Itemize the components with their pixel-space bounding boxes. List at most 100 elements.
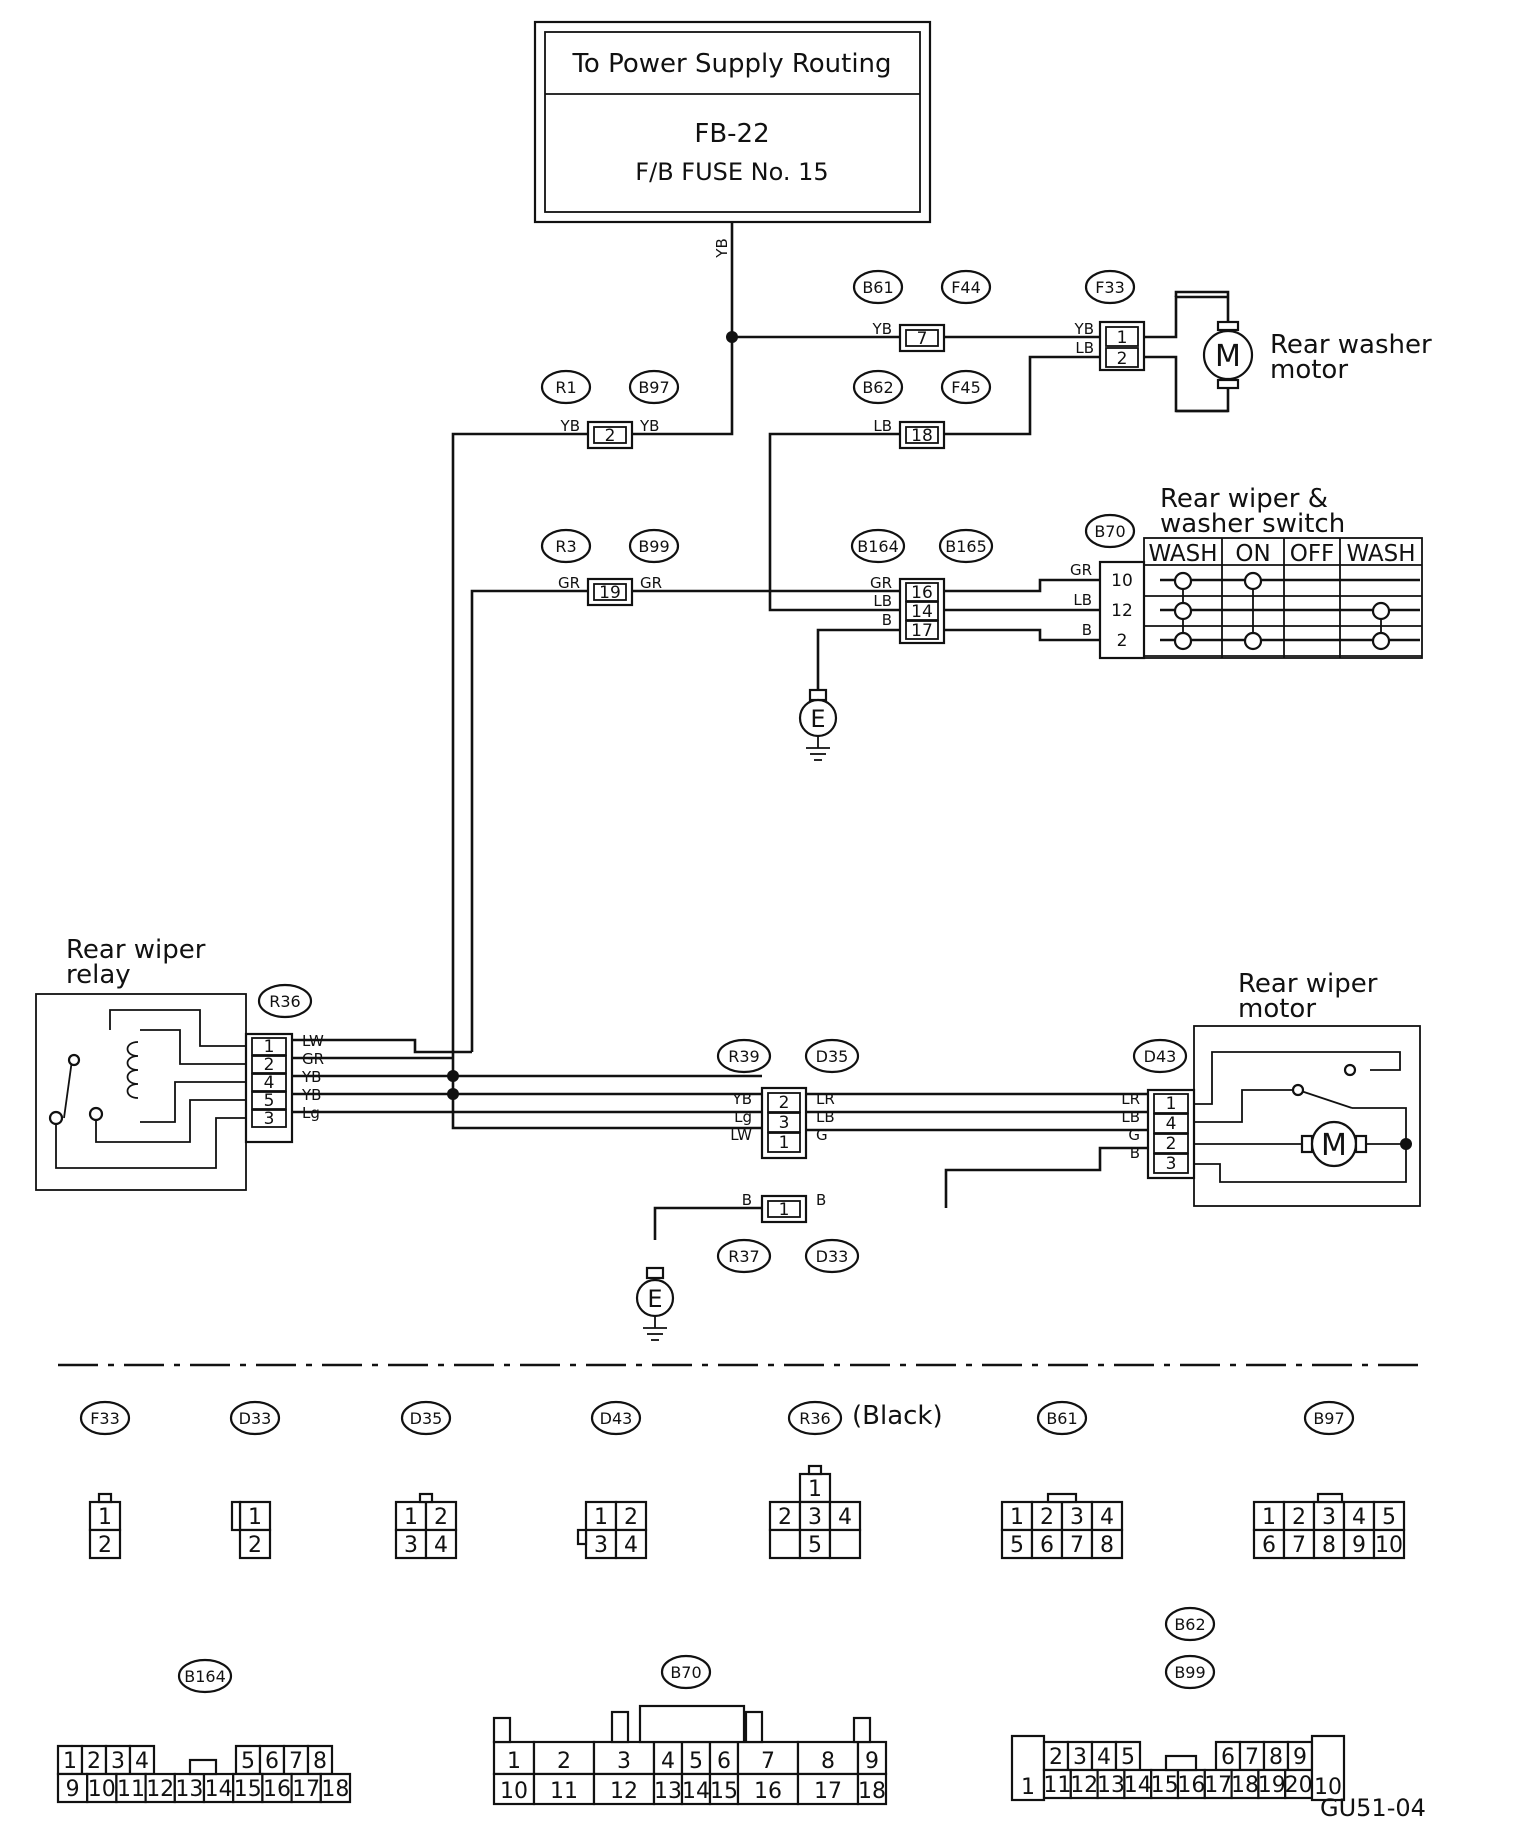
- connector-id-bubbles: B61 F44 F33 R1 B97 B62 F45 R3 B99 B164 B…: [257, 269, 1188, 1274]
- ground-lower-label: E: [647, 1285, 662, 1313]
- face-pin: 1: [594, 1505, 608, 1530]
- d43-pin-3: 3: [1166, 1154, 1177, 1174]
- face-pin: 20: [1285, 1773, 1313, 1798]
- r39-pin-2: 2: [779, 1093, 790, 1113]
- f33-wire-2: LB: [1075, 339, 1094, 357]
- ground-lower: E: [635, 1266, 675, 1341]
- rear-wiper-washer-switch: Rear wiper & washer switch WASH ON OFF W…: [1070, 484, 1423, 660]
- svg-text:F45: F45: [951, 378, 981, 397]
- d43-wire-b: B: [1130, 1144, 1140, 1162]
- figure-code: GU51-04: [1320, 1794, 1426, 1822]
- face-pin: 13: [654, 1779, 682, 1804]
- face-pin: 3: [1073, 1745, 1087, 1770]
- trunk-wire-color: YB: [713, 238, 731, 258]
- r39-wire-yb: YB: [732, 1090, 752, 1108]
- lower-wires: [292, 1038, 1148, 1240]
- bubble-b164: B164: [850, 528, 906, 564]
- connector-r37: 1 B B: [742, 1191, 826, 1224]
- svg-text:R1: R1: [555, 378, 576, 397]
- ground-upper: E: [798, 688, 838, 761]
- r36-wire-gr: GR: [302, 1050, 324, 1068]
- face-pin: 12: [1070, 1773, 1098, 1798]
- ground-upper-label: E: [810, 705, 825, 733]
- r37-pin: 1: [779, 1200, 790, 1220]
- connector-b62: 18 LB: [873, 417, 946, 450]
- face-pin: 4: [838, 1505, 852, 1530]
- face-pin: 13: [175, 1777, 203, 1802]
- face-pin: 1: [248, 1505, 262, 1530]
- face-pin: 4: [1100, 1505, 1114, 1530]
- face-pin: 8: [1269, 1745, 1283, 1770]
- face-pin: 1: [404, 1505, 418, 1530]
- face-pin: 1: [63, 1749, 77, 1774]
- face-pin: 4: [1352, 1505, 1366, 1530]
- face-pin: 12: [146, 1777, 174, 1802]
- face-pin: 7: [1292, 1533, 1306, 1558]
- b61-pin: 7: [917, 329, 928, 349]
- face-pin: 10: [1314, 1775, 1342, 1800]
- face-id-label: B61: [1046, 1409, 1077, 1428]
- face-id-label: D35: [410, 1409, 443, 1428]
- bubble-d43: D43: [1132, 1038, 1188, 1074]
- b164-pin-14: 14: [911, 602, 933, 622]
- b62-pin: 18: [911, 426, 933, 446]
- face-pin: 3: [594, 1533, 608, 1558]
- svg-text:B165: B165: [945, 537, 987, 556]
- rear-wiper-motor: Rear wiper motor 1 4 2 3 LR LB G B M: [1121, 969, 1421, 1207]
- switch-wire-b: B: [1082, 621, 1092, 639]
- b164-pin-16: 16: [911, 583, 933, 603]
- face-pin: 18: [858, 1779, 886, 1804]
- svg-text:R39: R39: [728, 1047, 759, 1066]
- f33-pin-1: 1: [1117, 328, 1128, 348]
- bubble-b165: B165: [938, 528, 994, 564]
- face-pin: 1: [98, 1505, 112, 1530]
- face-pin: 7: [1070, 1533, 1084, 1558]
- face-id-label: B62: [1174, 1615, 1205, 1634]
- r39-pin-3: 3: [779, 1113, 790, 1133]
- power-supply-title: To Power Supply Routing: [571, 49, 891, 79]
- rear-washer-motor: M Rear washer motor: [1174, 290, 1432, 413]
- r1-wire-right: YB: [639, 417, 659, 435]
- splice-relay-yb2: [447, 1088, 459, 1100]
- r1-pin: 2: [605, 426, 616, 446]
- face-pin: 2: [624, 1505, 638, 1530]
- face-pin: 5: [241, 1749, 255, 1774]
- switch-terminal-12: 12: [1111, 601, 1133, 621]
- d35-wire-lb: LB: [816, 1108, 835, 1126]
- power-supply-box: To Power Supply Routing FB-22 F/B FUSE N…: [533, 20, 932, 224]
- d43-wire-lr: LR: [1121, 1090, 1140, 1108]
- face-pin: 2: [434, 1505, 448, 1530]
- switch-title-line1: Rear wiper &: [1160, 484, 1328, 514]
- bubble-r3: R3: [540, 528, 592, 564]
- face-id-label: D33: [239, 1409, 272, 1428]
- svg-text:D35: D35: [816, 1047, 849, 1066]
- face-pin: 6: [717, 1749, 731, 1774]
- d43-pin-2: 2: [1166, 1134, 1177, 1154]
- face-pin: 3: [1322, 1505, 1336, 1530]
- face-pin: 7: [761, 1749, 775, 1774]
- r36-pin-3: 3: [264, 1109, 275, 1129]
- bubble-b97: B97: [628, 369, 680, 405]
- r36-color-note: (Black): [852, 1401, 943, 1431]
- face-pin: 5: [1382, 1505, 1396, 1530]
- face-pin: 9: [865, 1749, 879, 1774]
- face-pin: 10: [1375, 1533, 1403, 1558]
- svg-text:B164: B164: [857, 537, 899, 556]
- r1-wire-left: YB: [560, 417, 580, 435]
- b164-wire-b: B: [882, 611, 892, 629]
- bubble-b99: B99: [628, 528, 680, 564]
- r36-pin-2: 2: [264, 1055, 275, 1075]
- face-id-label: R36: [799, 1409, 830, 1428]
- face-pin: 3: [1070, 1505, 1084, 1530]
- bubble-r37: R37: [716, 1238, 772, 1274]
- d43-pin-1: 1: [1166, 1094, 1177, 1114]
- face-pin: 12: [610, 1779, 638, 1804]
- svg-text:R36: R36: [269, 992, 300, 1011]
- r36-pin-5: 5: [264, 1091, 275, 1111]
- face-pin: 3: [404, 1533, 418, 1558]
- face-pin: 17: [1204, 1773, 1232, 1798]
